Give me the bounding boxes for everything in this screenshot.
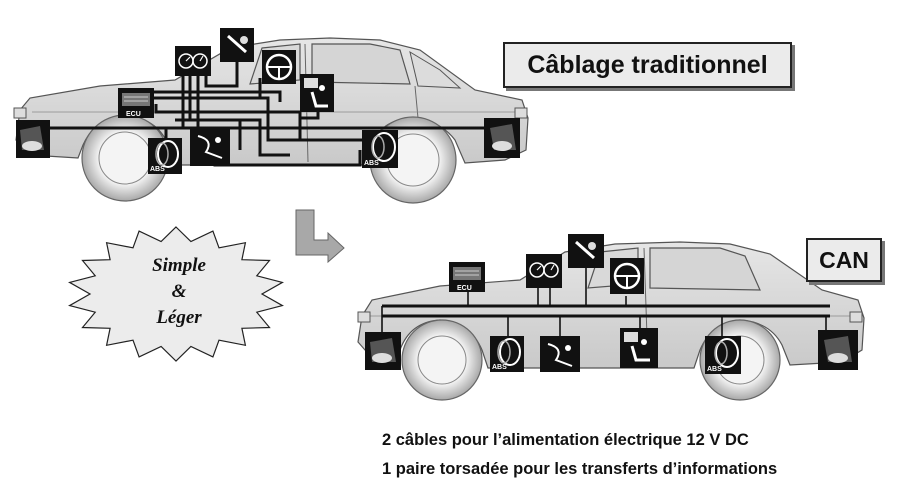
airbag-crash-icon <box>540 336 580 372</box>
mirror-adjust-icon <box>220 28 254 62</box>
abs-sensor-rear-icon: ABS <box>362 130 398 168</box>
car-traditional <box>13 37 529 204</box>
abs-sensor-front-icon: ABS <box>148 138 182 174</box>
abs-label: ABS <box>150 166 165 173</box>
seat-controls-icon <box>620 328 658 368</box>
burst-line-3: Léger <box>156 307 202 328</box>
abs-label: ABS <box>364 160 379 167</box>
steering-wheel-icon <box>610 258 644 294</box>
transition-arrow <box>295 209 345 264</box>
headlight-rear-icon <box>484 118 520 158</box>
note-power-cables: 2 câbles pour l’alimentation électrique … <box>382 431 749 449</box>
burst-line-2: & <box>171 281 187 302</box>
ecu-icon: ECU <box>118 88 154 118</box>
abs-label: ABS <box>492 364 507 371</box>
notes: 2 câbles pour l’alimentation électrique … <box>382 426 777 484</box>
airbag-crash-icon <box>190 128 230 166</box>
steering-wheel-icon <box>262 50 296 84</box>
can-bus <box>381 268 830 340</box>
mirror-adjust-icon <box>568 234 604 268</box>
headlight-front-left-icon <box>16 120 50 158</box>
headlight-front-left-icon <box>365 332 401 370</box>
starburst <box>68 226 284 362</box>
abs-label: ABS <box>707 366 722 373</box>
abs-sensor-rear-icon: ABS <box>705 336 741 374</box>
burst-text: Simple & Léger <box>118 253 240 331</box>
burst-line-1: Simple <box>152 255 206 276</box>
ecu-label: ECU <box>457 285 472 292</box>
ecu-label: ECU <box>126 111 141 118</box>
note-twisted-pair: 1 paire torsadée pour les transferts d’i… <box>382 460 778 478</box>
ecu-icon: ECU <box>449 262 485 292</box>
dashboard-gauges-icon <box>175 46 211 76</box>
dashboard-gauges-icon <box>526 254 562 288</box>
seat-controls-icon <box>300 74 334 112</box>
can-title: CAN <box>806 238 882 282</box>
abs-sensor-front-icon: ABS <box>490 336 524 372</box>
traditional-wiring-title: Câblage traditionnel <box>503 42 792 88</box>
headlight-rear-icon <box>818 330 858 370</box>
